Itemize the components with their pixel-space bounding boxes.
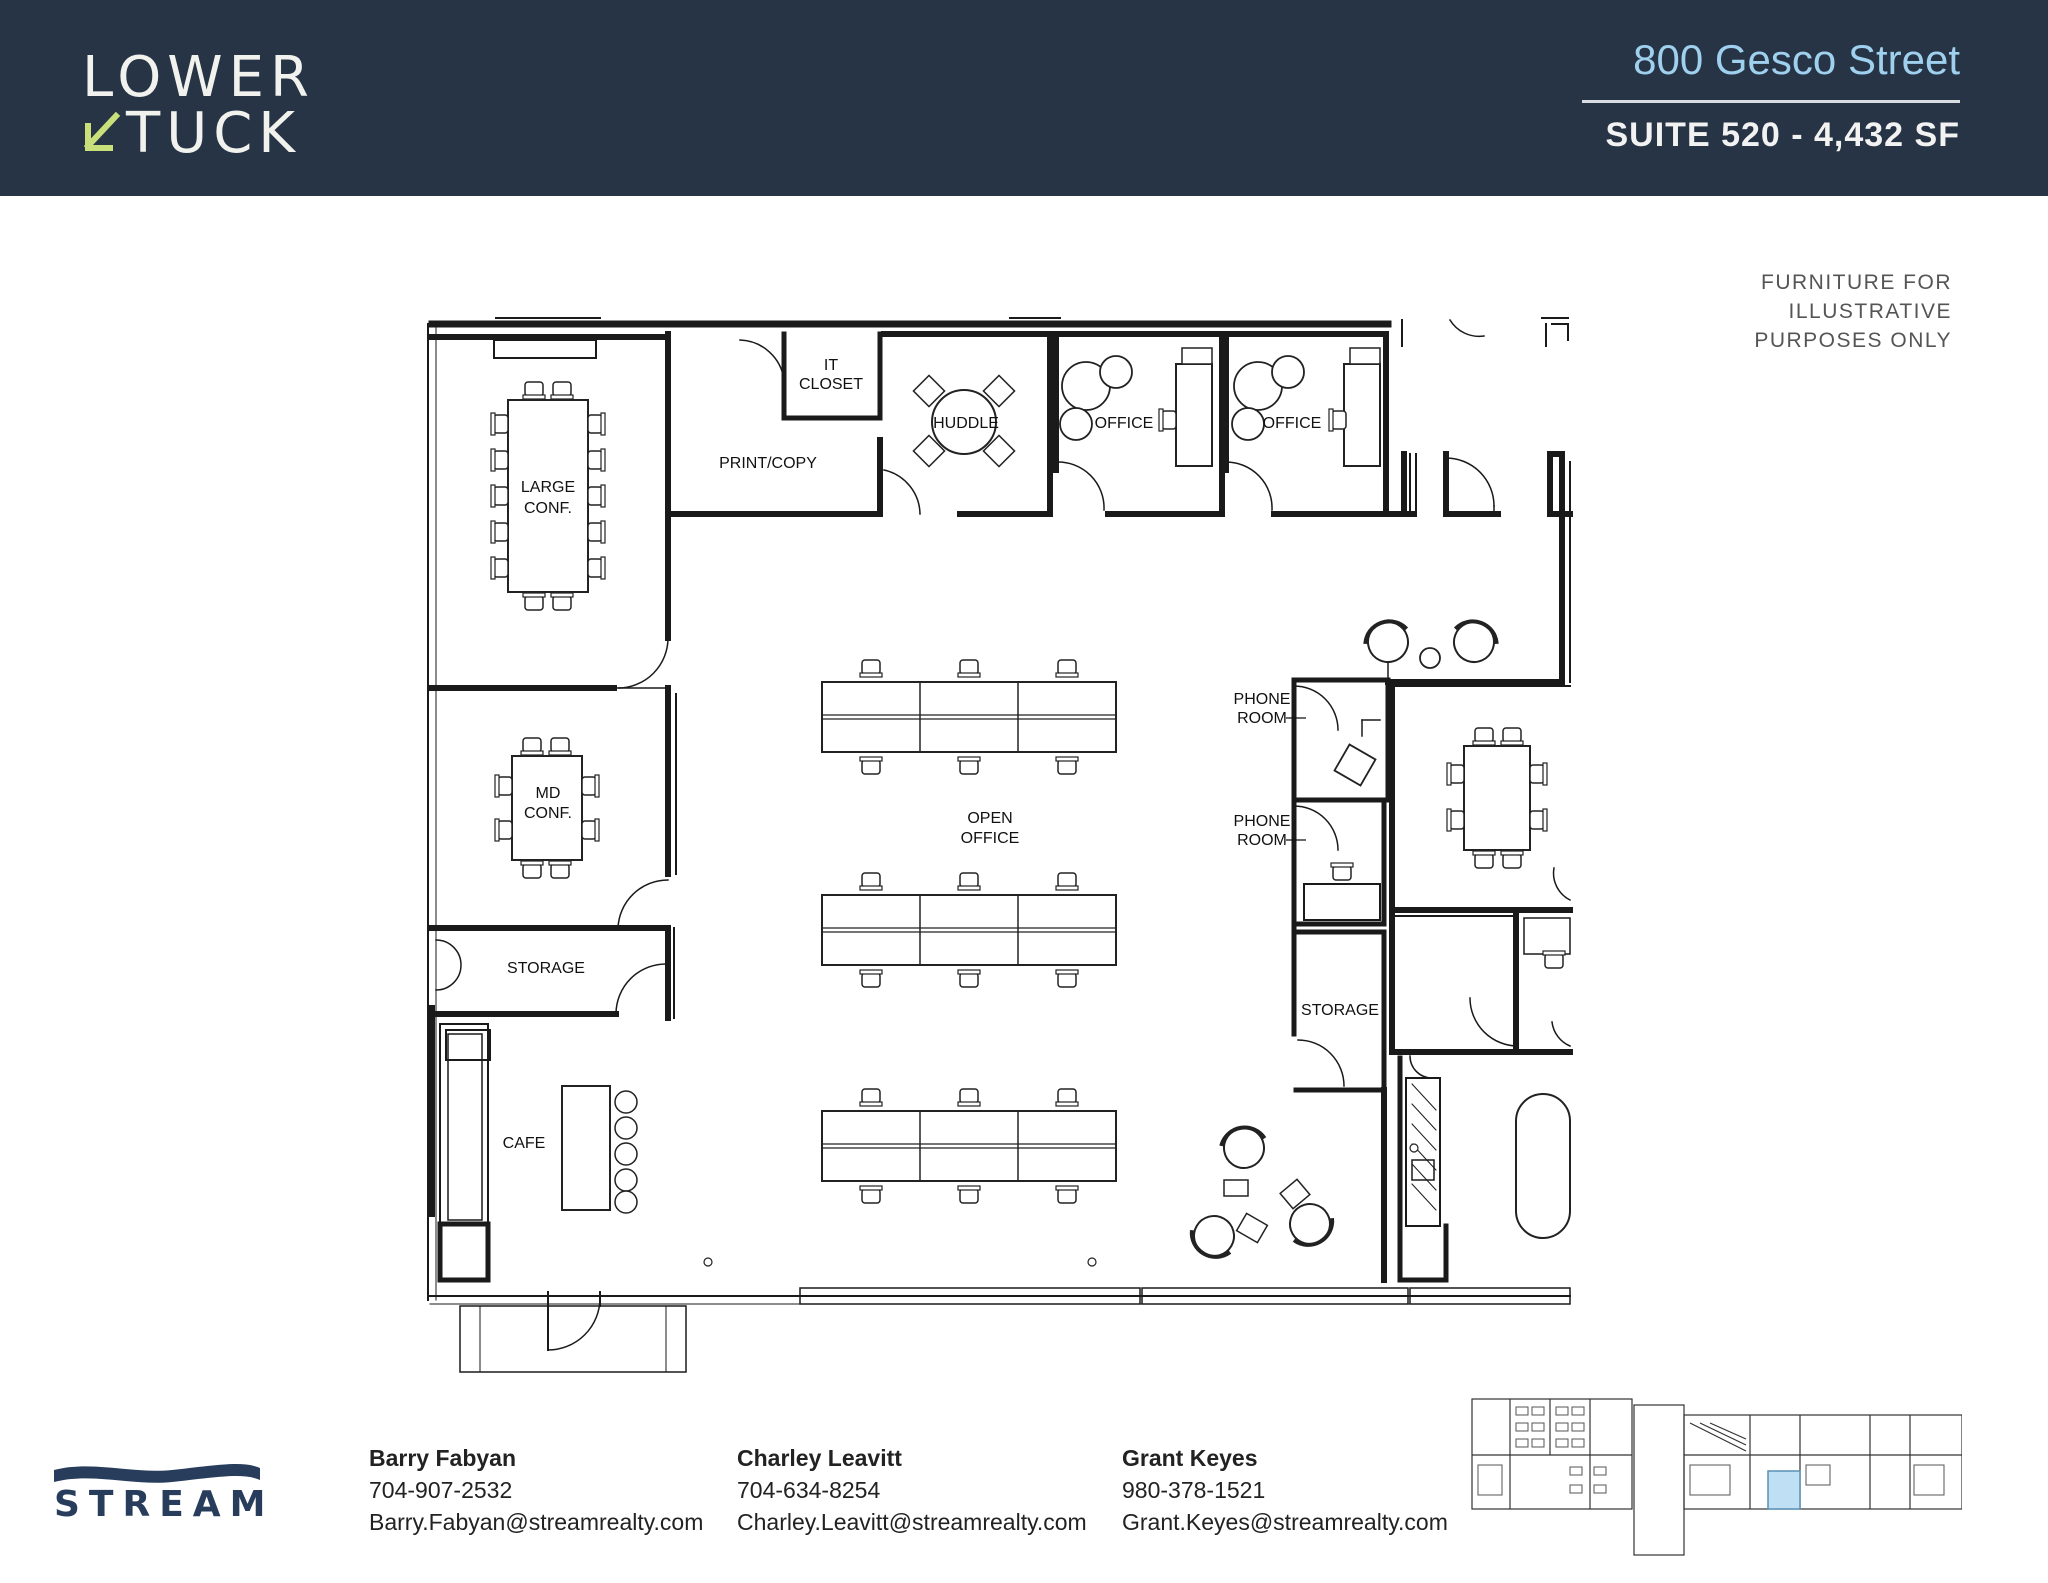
md-conf-table <box>511 755 583 861</box>
stream-wave-icon <box>54 1464 260 1483</box>
md-conf-label-2: CONF. <box>524 805 572 822</box>
room-labels: IT CLOSET HUDDLE OFFICE OFFICE PRINT/COP… <box>503 357 1379 1152</box>
phone-room-1-label-1: PHONE <box>1234 691 1291 708</box>
suite-highlight <box>1767 1470 1801 1510</box>
md-conf-label-1: MD <box>536 785 561 802</box>
phone-room-2-label-1: PHONE <box>1234 813 1291 830</box>
contact-name: Barry Fabyan <box>369 1445 517 1471</box>
phone-room-2-label-2: ROOM <box>1237 832 1287 849</box>
it-closet-label-2: CLOSET <box>799 376 863 393</box>
logo-line-2: TUCK <box>126 104 301 164</box>
office-label-1: OFFICE <box>1095 415 1154 432</box>
disclaimer-line-1: FURNITURE FOR <box>1761 271 1952 294</box>
storage-right-label: STORAGE <box>1301 1002 1379 1019</box>
walls <box>427 317 1573 1373</box>
storage-left-label: STORAGE <box>507 960 585 977</box>
large-conf-label-1: LARGE <box>521 479 575 496</box>
large-conf-label-2: CONF. <box>524 500 572 517</box>
contact-name: Charley Leavitt <box>737 1445 902 1471</box>
phone-room-1-label-2: ROOM <box>1237 710 1287 727</box>
contact-card: Grant Keyes 980-378-1521 Grant.Keyes@str… <box>1122 1442 1448 1538</box>
contact-email[interactable]: Charley.Leavitt@streamrealty.com <box>737 1509 1087 1535</box>
building-key-map <box>1471 1398 1962 1556</box>
print-copy-label: PRINT/COPY <box>719 455 817 472</box>
it-closet-label-1: IT <box>824 357 838 374</box>
contact-card: Charley Leavitt 704-634-8254 Charley.Lea… <box>737 1442 1087 1538</box>
lower-tuck-logo: LOWER TUCK <box>82 45 322 164</box>
property-address: 800 Gesco Street <box>1633 36 1960 83</box>
furniture <box>490 347 1571 1267</box>
logo-arrow-icon <box>83 111 121 151</box>
contact-email[interactable]: Barry.Fabyan@streamrealty.com <box>369 1509 704 1535</box>
header-divider <box>1582 100 1960 103</box>
huddle-label: HUDDLE <box>933 415 999 432</box>
stream-logo: STREAM <box>54 1484 275 1525</box>
disclaimer-line-2: ILLUSTRATIVE <box>1788 300 1952 323</box>
furniture-disclaimer: FURNITURE FOR ILLUSTRATIVE PURPOSES ONLY <box>1754 268 1952 355</box>
contact-phone[interactable]: 704-634-8254 <box>737 1477 881 1503</box>
logo-line-1: LOWER <box>82 45 315 110</box>
large-conf-table <box>507 399 589 593</box>
disclaimer-line-3: PURPOSES ONLY <box>1754 329 1952 352</box>
open-office-label-2: OFFICE <box>961 830 1020 847</box>
contact-name: Grant Keyes <box>1122 1445 1258 1471</box>
logo-line-2-text: TUCK <box>126 101 302 166</box>
contact-phone[interactable]: 980-378-1521 <box>1122 1477 1266 1503</box>
open-office-label-1: OPEN <box>967 810 1012 827</box>
office-label-2: OFFICE <box>1263 415 1322 432</box>
cafe-label: CAFE <box>503 1135 546 1152</box>
contact-email[interactable]: Grant.Keyes@streamrealty.com <box>1122 1509 1448 1535</box>
contact-phone[interactable]: 704-907-2532 <box>369 1477 513 1503</box>
header-bar: LOWER TUCK 800 Gesco Street SUITE 520 - … <box>0 0 2048 196</box>
suite-info: SUITE 520 - 4,432 SF <box>1605 116 1960 154</box>
contact-card: Barry Fabyan 704-907-2532 Barry.Fabyan@s… <box>369 1442 703 1538</box>
